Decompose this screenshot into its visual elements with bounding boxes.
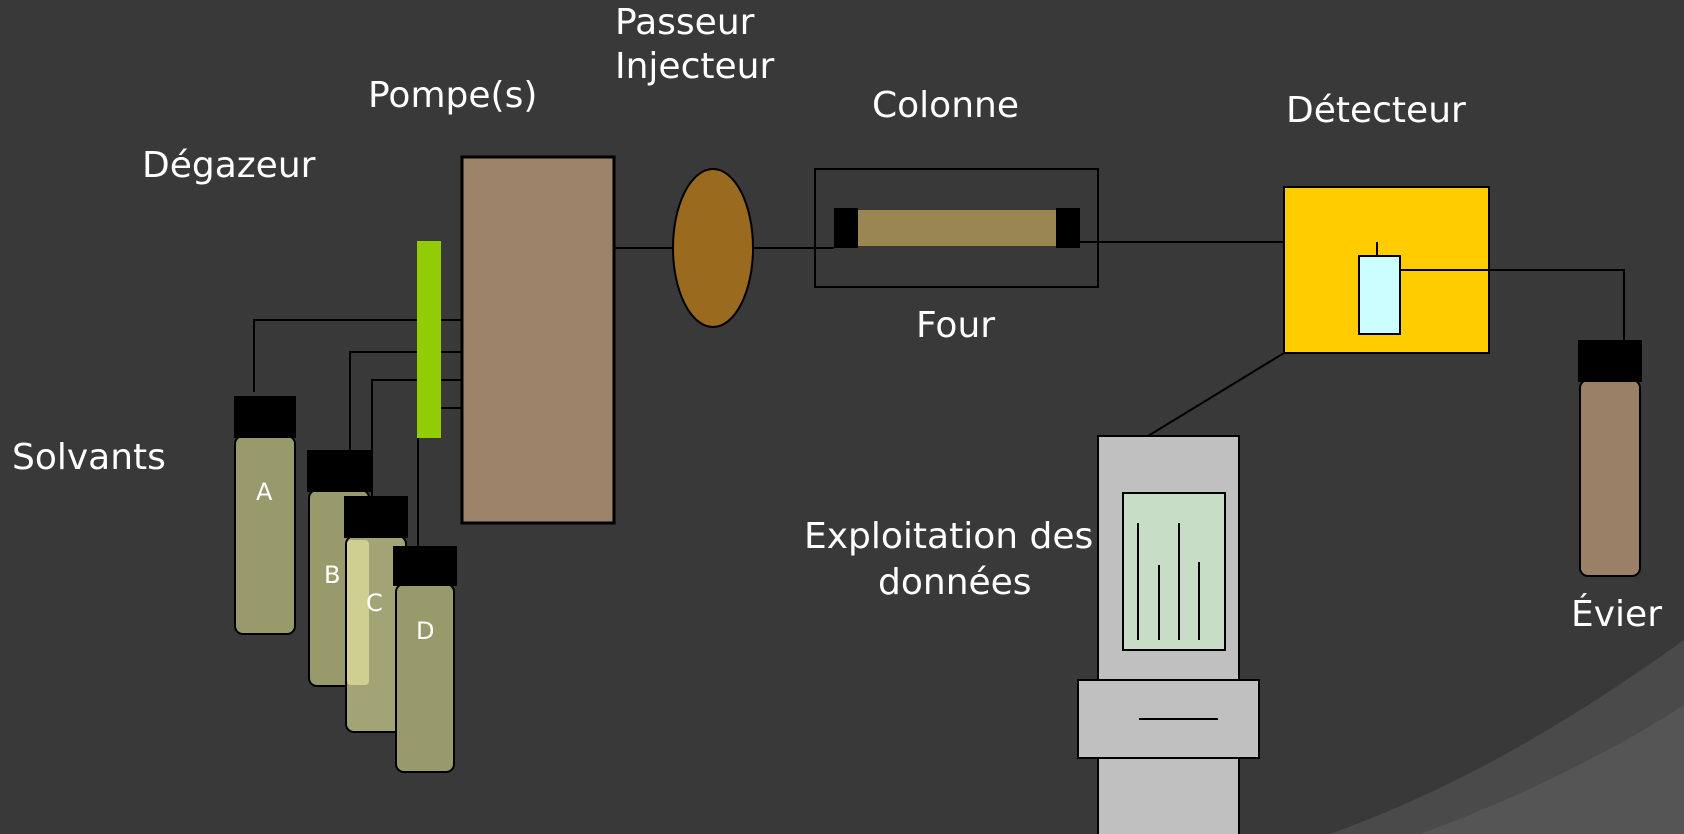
label-passeur: Passeur xyxy=(615,2,755,43)
flow-cell xyxy=(1358,255,1401,335)
label-evier: Évier xyxy=(1571,594,1663,635)
column-cap-left xyxy=(834,208,858,248)
label-solvants: Solvants xyxy=(12,437,166,478)
solvent-vial-a xyxy=(234,396,296,635)
solvent-vial-d xyxy=(393,546,457,773)
injector xyxy=(672,168,754,328)
waste-vial xyxy=(1578,340,1642,577)
column-body xyxy=(858,210,1056,246)
label-four: Four xyxy=(916,305,996,346)
label-pompes: Pompe(s) xyxy=(368,75,538,116)
label-degazeur: Dégazeur xyxy=(142,145,316,186)
vial-label-c: C xyxy=(366,589,383,617)
pump-box xyxy=(460,155,616,525)
vial-label-b: B xyxy=(324,561,341,589)
vial-label-d: D xyxy=(416,617,435,645)
label-exploitation-2: données xyxy=(878,562,1032,603)
computer xyxy=(1077,435,1260,834)
label-detecteur: Détecteur xyxy=(1286,90,1466,131)
solvent-vial-c xyxy=(344,496,408,733)
computer-screen xyxy=(1122,492,1226,651)
column-cap-right xyxy=(1056,208,1080,248)
oven-box xyxy=(814,168,1099,288)
chromatogram-peaks xyxy=(1137,523,1200,640)
degasser-bar xyxy=(417,241,441,438)
vial-label-a: A xyxy=(256,478,273,506)
background-swoosh-light xyxy=(1420,705,1684,834)
label-exploitation-1: Exploitation des xyxy=(804,516,1094,557)
label-injecteur: Injecteur xyxy=(615,46,775,87)
label-colonne: Colonne xyxy=(872,85,1019,126)
